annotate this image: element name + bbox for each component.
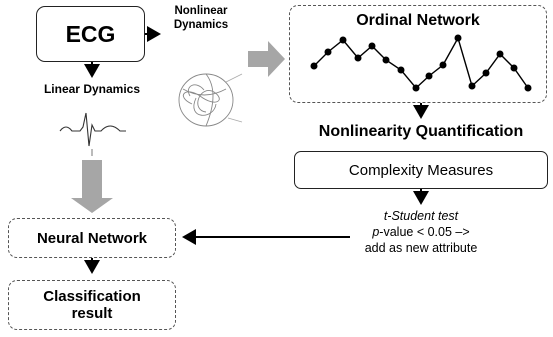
network-node: [310, 62, 318, 70]
network-node: [368, 42, 376, 50]
network-node: [524, 84, 532, 92]
ecg-label: ECG: [65, 20, 116, 47]
ordinal-network-line: [313, 36, 529, 90]
network-node: [468, 82, 476, 90]
network-node: [324, 48, 332, 56]
network-node: [412, 84, 420, 92]
ecg-waveform-icon: [59, 112, 126, 156]
complexity-measures-box: Complexity Measures: [294, 151, 548, 189]
network-node: [454, 34, 462, 42]
nonlinearity-quantification-title: Nonlinearity Quantification: [318, 123, 524, 140]
classification-result-box: Classification result: [8, 280, 176, 330]
attractor-icon: [178, 73, 243, 127]
network-node: [510, 64, 518, 72]
network-node: [354, 54, 362, 62]
big-arrow-to-ordinal-network: [248, 41, 285, 77]
complexity-measures-label: Complexity Measures: [348, 161, 494, 179]
network-node: [382, 56, 390, 64]
p-symbol: p: [372, 225, 380, 239]
network-node: [439, 61, 447, 69]
ecg-box: ECG: [36, 6, 145, 62]
add-attribute-line: add as new attribute: [364, 241, 478, 255]
p-value-line: p-value < 0.05 –>: [346, 224, 496, 240]
t-test-text: t-Student test p-value < 0.05 –> add as …: [346, 208, 496, 256]
linear-dynamics-label: Linear Dynamics: [43, 82, 141, 96]
big-arrow-to-neural-network: [71, 160, 113, 213]
network-node: [496, 50, 504, 58]
neural-network-box: Neural Network: [8, 218, 176, 258]
p-value-condition: -value < 0.05 –>: [379, 225, 470, 239]
nonlinear-dynamics-label: Nonlinear Dynamics: [173, 5, 229, 31]
ordinal-network-box: Ordinal Network: [289, 5, 547, 103]
network-node: [482, 69, 490, 77]
network-node: [397, 66, 405, 74]
ordinal-network-graph: [310, 34, 532, 92]
neural-network-label: Neural Network: [36, 229, 148, 247]
network-node: [339, 36, 347, 44]
classification-result-label: Classification result: [43, 288, 141, 322]
t-test-line: t-Student test: [383, 209, 459, 223]
ordinal-network-title: Ordinal Network: [356, 12, 480, 29]
network-node: [425, 72, 433, 80]
